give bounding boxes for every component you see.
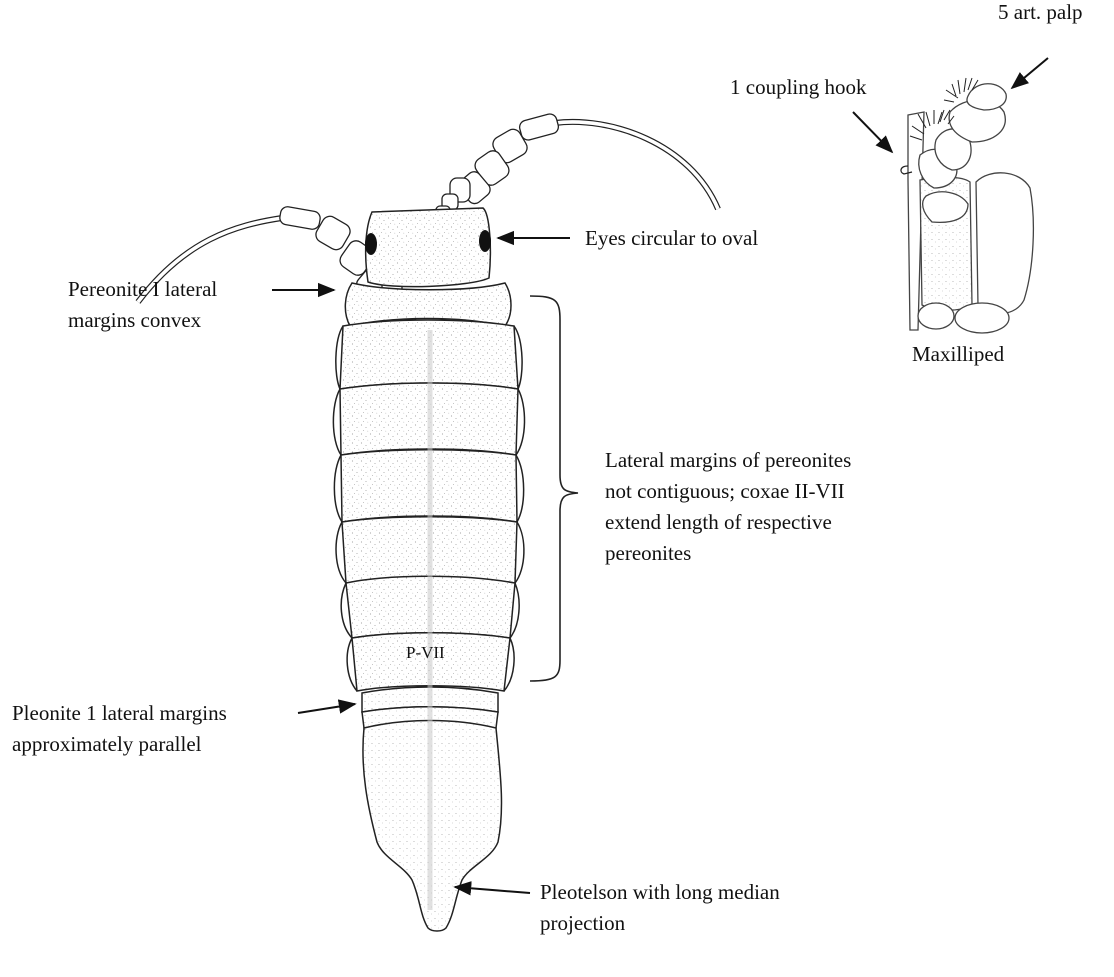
- label-pleotelson-line-2: projection: [540, 911, 625, 936]
- label-lateral-margins-line-3: extend length of respective: [605, 510, 832, 535]
- label-p-vii: P-VII: [406, 640, 445, 665]
- eye-right: [479, 230, 491, 252]
- label-coupling-hook: 1 coupling hook: [730, 75, 867, 100]
- arrow-pleotelson: [455, 887, 530, 893]
- maxilliped-coxa-right: [955, 303, 1009, 333]
- label-lateral-margins-line-1: Lateral margins of pereonites: [605, 448, 851, 473]
- maxilliped-coxa-left: [918, 303, 954, 329]
- head: [365, 208, 491, 287]
- label-palp: 5 art. palp: [998, 0, 1083, 25]
- label-pereonite-1-line-2: margins convex: [68, 308, 201, 333]
- arrow-palp: [1012, 58, 1048, 88]
- label-pleonite-1-line-1: Pleonite 1 lateral margins: [12, 701, 227, 726]
- label-pereonite-1-line-1: Pereonite I lateral: [68, 277, 217, 302]
- label-maxilliped: Maxilliped: [912, 342, 1004, 367]
- maxilliped-palp-segment-1: [923, 192, 968, 223]
- eye-left: [365, 233, 377, 255]
- label-lateral-margins-line-2: not contiguous; coxae II-VII: [605, 479, 845, 504]
- label-eyes: Eyes circular to oval: [585, 226, 758, 251]
- label-lateral-margins-line-4: pereonites: [605, 541, 691, 566]
- arrow-coupling-hook: [853, 112, 892, 152]
- arrow-pleonite-1: [298, 704, 355, 713]
- antenna-right: [436, 112, 718, 220]
- maxilliped-illustration: [901, 78, 1033, 333]
- label-pleonite-1-line-2: approximately parallel: [12, 732, 202, 757]
- pereonite-bracket: [530, 296, 578, 681]
- label-pleotelson-line-1: Pleotelson with long median: [540, 880, 780, 905]
- maxilliped-epipod: [976, 173, 1033, 314]
